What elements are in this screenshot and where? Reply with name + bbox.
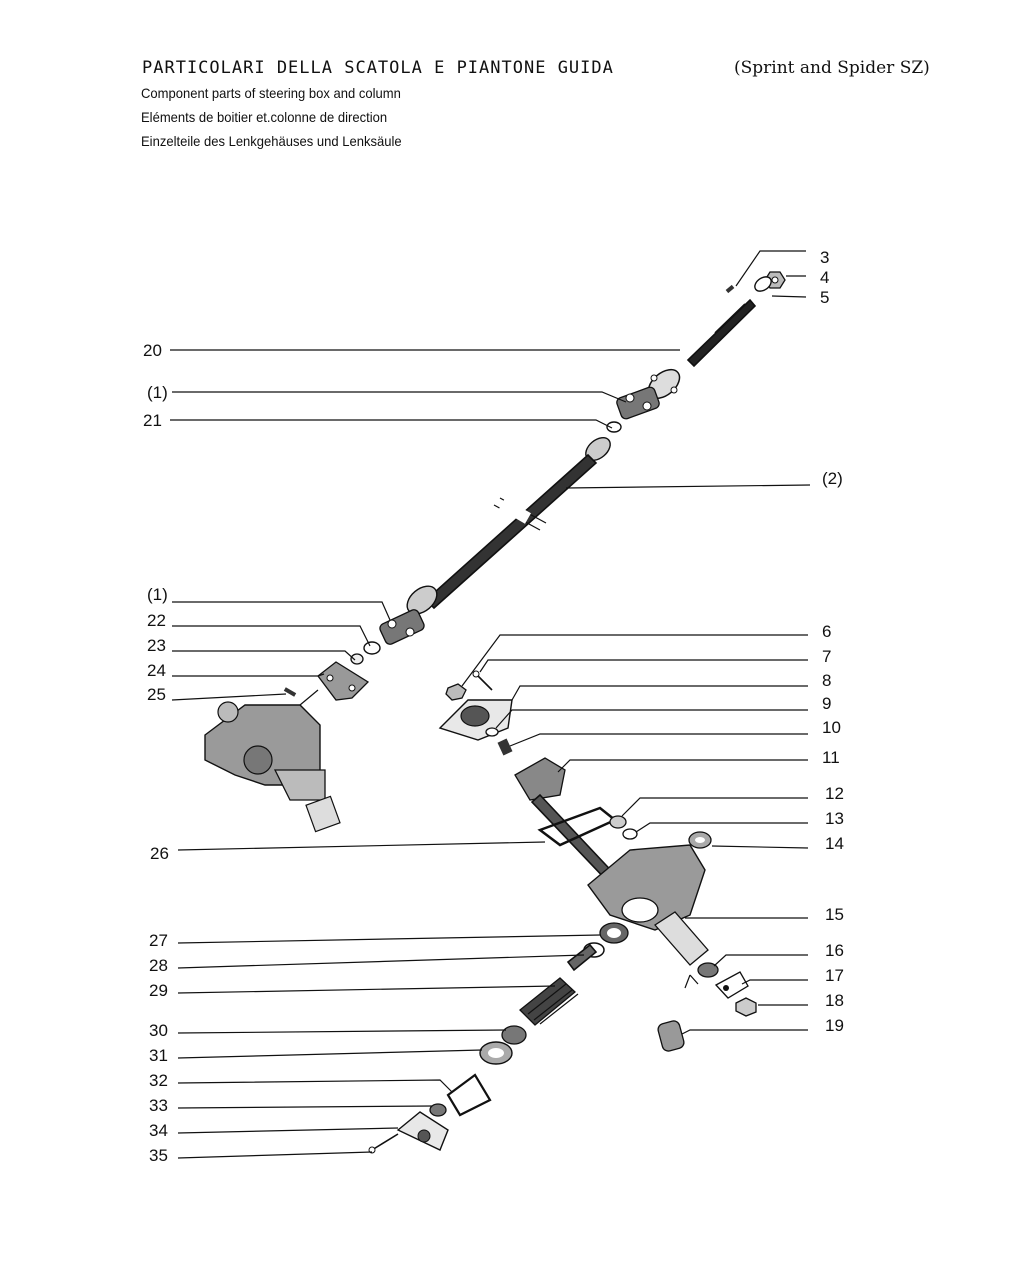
callout-5: 5 — [820, 288, 829, 307]
callout-1-lower: (1) — [147, 585, 168, 604]
bolt-35 — [368, 1133, 399, 1154]
coupling-flange-24 — [317, 661, 370, 701]
callout-34: 34 — [149, 1121, 168, 1140]
washer-21 — [606, 421, 622, 433]
callout-12: 12 — [825, 784, 844, 803]
callout-24: 24 — [147, 661, 166, 680]
sector-shaft-11 — [514, 757, 622, 888]
callout-21: 21 — [143, 411, 162, 430]
washer-16 — [697, 962, 719, 978]
title-german: Einzelteile des Lenkgehäuses und Lenksäu… — [141, 133, 402, 149]
callout-35: 35 — [149, 1146, 168, 1165]
callout-32: 32 — [149, 1071, 168, 1090]
callout-23: 23 — [147, 636, 166, 655]
callout-4: 4 — [820, 268, 829, 287]
steering-box-housing-15 — [587, 844, 709, 989]
callout-3: 3 — [820, 248, 829, 267]
bearing-30 — [501, 1025, 527, 1045]
nut-23 — [350, 653, 364, 665]
worm-shaft-29 — [519, 943, 598, 1026]
callout-20: 20 — [143, 341, 162, 360]
callout-2: (2) — [822, 469, 843, 488]
leader-lines — [170, 250, 811, 1159]
callout-14: 14 — [825, 834, 844, 853]
callout-27: 27 — [149, 931, 168, 950]
nut-18 — [735, 997, 757, 1017]
callout-19: 19 — [825, 1016, 844, 1035]
nut-12 — [609, 815, 627, 829]
callout-16: 16 — [825, 941, 844, 960]
callout-13: 13 — [825, 809, 844, 828]
steering-box-assembly — [204, 689, 341, 833]
seal-9 — [485, 727, 499, 737]
callout-15: 15 — [825, 905, 844, 924]
callout-30: 30 — [149, 1021, 168, 1040]
key-25 — [283, 687, 297, 697]
callout-28: 28 — [149, 956, 168, 975]
callout-22: 22 — [147, 611, 166, 630]
adjuster-screw-10 — [497, 738, 513, 756]
callout-18: 18 — [825, 991, 844, 1010]
callout-6: 6 — [822, 622, 831, 641]
seal-33 — [429, 1103, 447, 1117]
title-english: Component parts of steering box and colu… — [141, 85, 401, 101]
callout-1-upper: (1) — [147, 383, 168, 402]
top-cover-8 — [438, 699, 513, 741]
race-31 — [479, 1041, 513, 1065]
callout-33: 33 — [149, 1096, 168, 1115]
bearing-27 — [599, 922, 629, 944]
callout-8: 8 — [822, 671, 831, 690]
steering-shaft-upper — [686, 298, 757, 368]
intermediate-shaft — [406, 436, 611, 615]
woodruff-key-3 — [725, 284, 735, 294]
callout-31: 31 — [149, 1046, 168, 1065]
callout-7: 7 — [822, 647, 831, 666]
callouts-right: 3 4 5 (2) 6 7 8 9 10 11 12 13 14 15 16 1… — [820, 248, 844, 1035]
lock-plate-17 — [714, 971, 749, 999]
callout-26: 26 — [150, 844, 169, 863]
title-model-note: (Sprint and Spider SZ) — [734, 58, 930, 78]
washer-22 — [363, 641, 381, 655]
shim-32 — [446, 1073, 492, 1117]
nut-6 — [445, 683, 467, 701]
washer-13 — [622, 828, 638, 840]
bushing-19 — [657, 1020, 685, 1052]
screw-7 — [472, 670, 493, 691]
end-cover-34 — [396, 1111, 449, 1151]
callout-25: 25 — [147, 685, 166, 704]
callout-17: 17 — [825, 966, 844, 985]
callouts-left: 20 (1) 21 (1) 22 23 24 25 26 27 28 29 30… — [143, 341, 169, 1165]
lock-washer-5 — [754, 276, 772, 292]
callout-10: 10 — [822, 718, 841, 737]
universal-joint-lower — [379, 609, 425, 645]
callout-11: 11 — [822, 748, 840, 767]
callout-9: 9 — [822, 694, 831, 713]
title-italian: PARTICOLARI DELLA SCATOLA E PIANTONE GUI… — [142, 58, 614, 78]
callout-29: 29 — [149, 981, 168, 1000]
universal-joint-upper — [616, 386, 660, 420]
title-french: Eléments de boitier et.colonne de direct… — [141, 109, 388, 125]
bushing-14 — [688, 831, 712, 849]
